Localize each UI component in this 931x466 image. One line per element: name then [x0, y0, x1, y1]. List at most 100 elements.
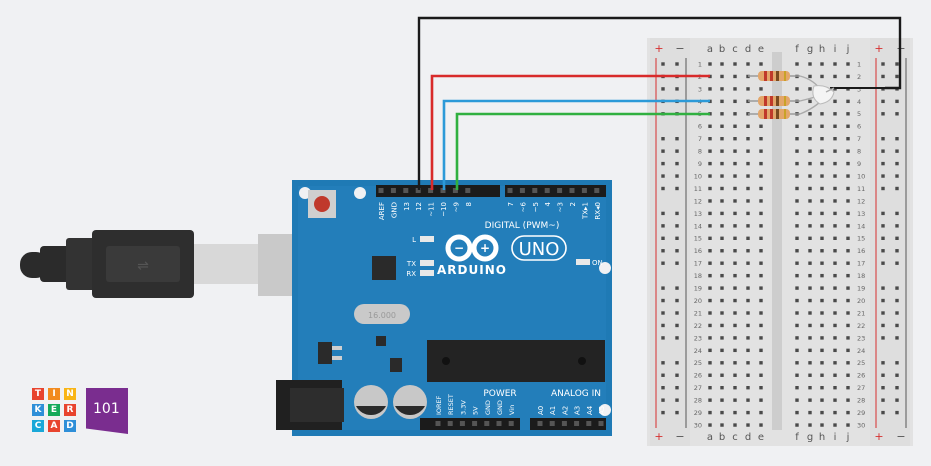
breadboard-hole[interactable] [881, 298, 885, 303]
breadboard-hole[interactable] [733, 298, 737, 303]
breadboard-hole[interactable] [746, 398, 750, 402]
breadboard-hole[interactable] [720, 261, 724, 265]
breadboard-hole[interactable] [720, 74, 724, 79]
breadboard-hole[interactable] [675, 62, 679, 66]
breadboard-hole[interactable] [881, 398, 885, 402]
header-pin[interactable] [390, 188, 396, 193]
breadboard-hole[interactable] [795, 398, 799, 402]
resistor-3[interactable] [748, 109, 800, 119]
breadboard-hole[interactable] [720, 124, 724, 128]
breadboard-hole[interactable] [746, 124, 750, 128]
breadboard-hole[interactable] [733, 211, 737, 216]
breadboard-hole[interactable] [708, 273, 712, 278]
breadboard-hole[interactable] [808, 410, 812, 415]
breadboard-hole[interactable] [708, 386, 712, 390]
breadboard-hole[interactable] [708, 361, 712, 365]
header-pin[interactable] [549, 421, 555, 426]
breadboard-hole[interactable] [846, 423, 850, 427]
breadboard-hole[interactable] [808, 199, 812, 203]
breadboard-hole[interactable] [708, 211, 712, 216]
breadboard-hole[interactable] [808, 298, 812, 303]
breadboard-hole[interactable] [733, 99, 737, 104]
breadboard-hole[interactable] [733, 311, 737, 315]
wire-pin12[interactable] [442, 99, 710, 190]
breadboard-hole[interactable] [895, 286, 899, 290]
breadboard-hole[interactable] [895, 112, 899, 116]
arduino-board[interactable]: 16.000 − + ARDUINO UNO L TX RX [276, 180, 612, 436]
breadboard-hole[interactable] [746, 298, 750, 303]
breadboard-hole[interactable] [833, 373, 837, 377]
breadboard-hole[interactable] [833, 348, 837, 353]
breadboard-hole[interactable] [833, 311, 837, 315]
breadboard-hole[interactable] [808, 286, 812, 290]
breadboard-hole[interactable] [720, 211, 724, 216]
breadboard-hole[interactable] [746, 348, 750, 353]
breadboard-hole[interactable] [846, 174, 850, 178]
breadboard-hole[interactable] [746, 410, 750, 415]
breadboard-hole[interactable] [708, 236, 712, 240]
breadboard-hole[interactable] [808, 361, 812, 365]
breadboard-hole[interactable] [881, 174, 885, 178]
breadboard-hole[interactable] [833, 99, 837, 104]
breadboard-hole[interactable] [720, 323, 724, 328]
header-pin[interactable] [519, 188, 525, 193]
breadboard-hole[interactable] [833, 62, 837, 66]
breadboard-hole[interactable] [833, 249, 837, 253]
breadboard-hole[interactable] [833, 398, 837, 402]
breadboard-hole[interactable] [895, 398, 899, 402]
breadboard-hole[interactable] [759, 199, 763, 203]
breadboard-hole[interactable] [795, 361, 799, 365]
breadboard-hole[interactable] [820, 311, 824, 315]
breadboard-hole[interactable] [881, 311, 885, 315]
breadboard-hole[interactable] [708, 174, 712, 178]
breadboard-hole[interactable] [733, 336, 737, 340]
breadboard-hole[interactable] [759, 348, 763, 353]
breadboard-hole[interactable] [746, 249, 750, 253]
breadboard-hole[interactable] [759, 149, 763, 153]
breadboard-hole[interactable] [895, 261, 899, 265]
breadboard-hole[interactable] [846, 124, 850, 128]
breadboard-hole[interactable] [846, 112, 850, 116]
breadboard-hole[interactable] [708, 311, 712, 315]
breadboard-hole[interactable] [881, 149, 885, 153]
breadboard-hole[interactable] [720, 398, 724, 402]
header-pin[interactable] [581, 188, 587, 193]
breadboard-hole[interactable] [661, 186, 665, 191]
breadboard-hole[interactable] [708, 124, 712, 128]
breadboard-hole[interactable] [759, 161, 763, 166]
breadboard-hole[interactable] [833, 124, 837, 128]
breadboard-hole[interactable] [881, 261, 885, 265]
breadboard-hole[interactable] [661, 224, 665, 228]
breadboard-hole[interactable] [746, 236, 750, 240]
breadboard-hole[interactable] [895, 386, 899, 390]
breadboard-hole[interactable] [708, 298, 712, 303]
breadboard-hole[interactable] [833, 199, 837, 203]
breadboard-hole[interactable] [675, 311, 679, 315]
breadboard-hole[interactable] [846, 336, 850, 340]
breadboard-hole[interactable] [661, 386, 665, 390]
breadboard-hole[interactable] [808, 373, 812, 377]
breadboard-hole[interactable] [708, 423, 712, 427]
breadboard-hole[interactable] [881, 361, 885, 365]
breadboard-hole[interactable] [708, 286, 712, 290]
breadboard-hole[interactable] [759, 361, 763, 365]
breadboard-hole[interactable] [746, 261, 750, 265]
breadboard-hole[interactable] [746, 373, 750, 377]
breadboard-hole[interactable] [846, 149, 850, 153]
breadboard-hole[interactable] [820, 273, 824, 278]
breadboard-hole[interactable] [733, 348, 737, 353]
breadboard-hole[interactable] [708, 62, 712, 66]
breadboard-hole[interactable] [808, 323, 812, 328]
breadboard-hole[interactable] [733, 74, 737, 79]
breadboard-hole[interactable] [846, 186, 850, 191]
breadboard-hole[interactable] [720, 410, 724, 415]
breadboard-hole[interactable] [733, 423, 737, 427]
breadboard-hole[interactable] [661, 174, 665, 178]
breadboard-hole[interactable] [795, 273, 799, 278]
breadboard-hole[interactable] [881, 186, 885, 191]
breadboard-hole[interactable] [833, 112, 837, 116]
breadboard-hole[interactable] [746, 361, 750, 365]
breadboard-hole[interactable] [720, 386, 724, 390]
breadboard-hole[interactable] [833, 174, 837, 178]
